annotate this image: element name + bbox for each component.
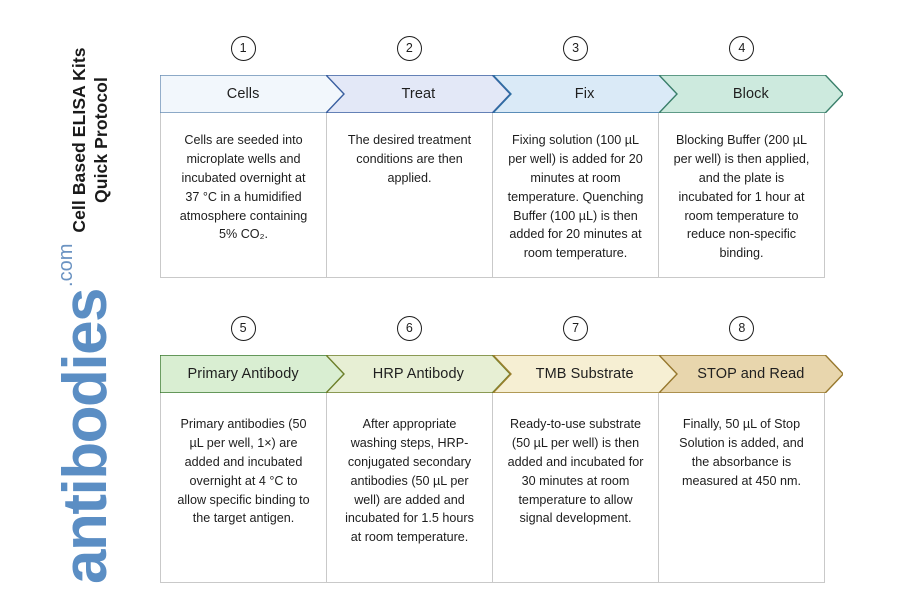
step-number-label: 5: [239, 321, 247, 336]
step-number-label: 4: [738, 41, 746, 56]
protocol-row-1: 1 2 3 4 Cells Treat Fix Block Cells are see…: [160, 36, 843, 278]
step-chevron-label: HRP Antibody: [372, 366, 464, 382]
step-number-1: 1: [230, 36, 256, 61]
step-chevron-6[interactable]: HRP Antibody: [326, 355, 511, 393]
step-description-1: Cells are seeded into microplate wells a…: [161, 113, 327, 277]
step-description-text: After appropriate washing steps, HRP-con…: [345, 417, 474, 545]
step-chevron-3[interactable]: Fix: [492, 75, 677, 113]
step-chevron-label: Block: [732, 86, 769, 102]
step-number-label: 3: [572, 41, 580, 56]
step-number-label: 6: [405, 321, 413, 336]
step-number-8: 8: [729, 316, 755, 341]
page-title-line-1: Cell Based ELISA Kits: [68, 47, 89, 233]
description-row-2: Primary antibodies (50 µL per well, 1×) …: [160, 393, 825, 583]
logo-wordmark: antibodies: [50, 288, 120, 584]
chevron-band-1: Cells Treat Fix Block: [160, 75, 843, 113]
step-description-text: Finally, 50 µL of Stop Solution is added…: [679, 417, 804, 488]
step-number-group-1: 1 2 3 4: [160, 36, 825, 75]
chevron-shape-icon: [658, 355, 843, 393]
step-description-text: Cells are seeded into microplate wells a…: [179, 133, 308, 242]
chevron-shape-icon: [326, 75, 511, 113]
step-description-4: Blocking Buffer (200 µL per well) is the…: [659, 113, 824, 277]
step-description-2: The desired treatment conditions are the…: [327, 113, 493, 277]
step-number-label: 8: [738, 321, 746, 336]
step-description-3: Fixing solution (100 µL per well) is add…: [493, 113, 659, 277]
step-chevron-4[interactable]: Block: [658, 75, 843, 113]
step-chevron-label: STOP and Read: [697, 366, 805, 382]
antibodies-logo-watermark: antibodies .com: [26, 244, 120, 584]
page-title-line-2: Quick Protocol: [91, 77, 111, 203]
step-chevron-label: TMB Substrate: [535, 366, 634, 382]
description-row-1: Cells are seeded into microplate wells a…: [160, 113, 825, 278]
step-chevron-label: Treat: [401, 86, 436, 102]
chevron-shape-icon: [492, 75, 677, 113]
step-description-8: Finally, 50 µL of Stop Solution is added…: [659, 393, 824, 582]
step-chevron-5[interactable]: Primary Antibody: [160, 355, 345, 393]
step-number-7: 7: [563, 316, 589, 341]
step-number-5: 5: [230, 316, 256, 341]
step-number-label: 2: [405, 41, 413, 56]
step-number-6: 6: [396, 316, 422, 341]
step-description-text: Blocking Buffer (200 µL per well) is the…: [673, 133, 810, 261]
step-chevron-label: Fix: [574, 86, 595, 102]
step-chevron-label: Cells: [226, 86, 260, 102]
step-description-5: Primary antibodies (50 µL per well, 1×) …: [161, 393, 327, 582]
step-chevron-2[interactable]: Treat: [326, 75, 511, 113]
step-chevron-label: Primary Antibody: [187, 366, 299, 382]
step-description-text: Fixing solution (100 µL per well) is add…: [507, 133, 644, 261]
step-number-3: 3: [563, 36, 589, 61]
logo-domain-suffix: .com: [55, 243, 77, 287]
step-number-group-2: 5 6 7 8: [160, 316, 825, 355]
chevron-band-2: Primary Antibody HRP Antibody TMB Substr…: [160, 355, 843, 393]
step-chevron-1[interactable]: Cells: [160, 75, 345, 113]
step-number-4: 4: [729, 36, 755, 61]
step-description-7: Ready-to-use substrate (50 µL per well) …: [493, 393, 659, 582]
step-description-text: Primary antibodies (50 µL per well, 1×) …: [177, 417, 310, 526]
step-description-text: The desired treatment conditions are the…: [347, 133, 472, 185]
chevron-shape-icon: [492, 355, 677, 393]
step-number-2: 2: [396, 36, 422, 61]
protocol-row-2: 5 6 7 8 Primary Antibody HRP Antibody TMB S…: [160, 316, 843, 583]
step-number-label: 1: [239, 41, 247, 56]
step-number-label: 7: [572, 321, 580, 336]
step-chevron-8[interactable]: STOP and Read: [658, 355, 843, 393]
step-description-text: Ready-to-use substrate (50 µL per well) …: [507, 417, 644, 526]
chevron-shape-icon: [326, 355, 511, 393]
step-chevron-7[interactable]: TMB Substrate: [492, 355, 677, 393]
page-title: Cell Based ELISA Kits Quick Protocol: [60, 20, 120, 260]
step-description-6: After appropriate washing steps, HRP-con…: [327, 393, 493, 582]
chevron-shape-icon: [658, 75, 843, 113]
